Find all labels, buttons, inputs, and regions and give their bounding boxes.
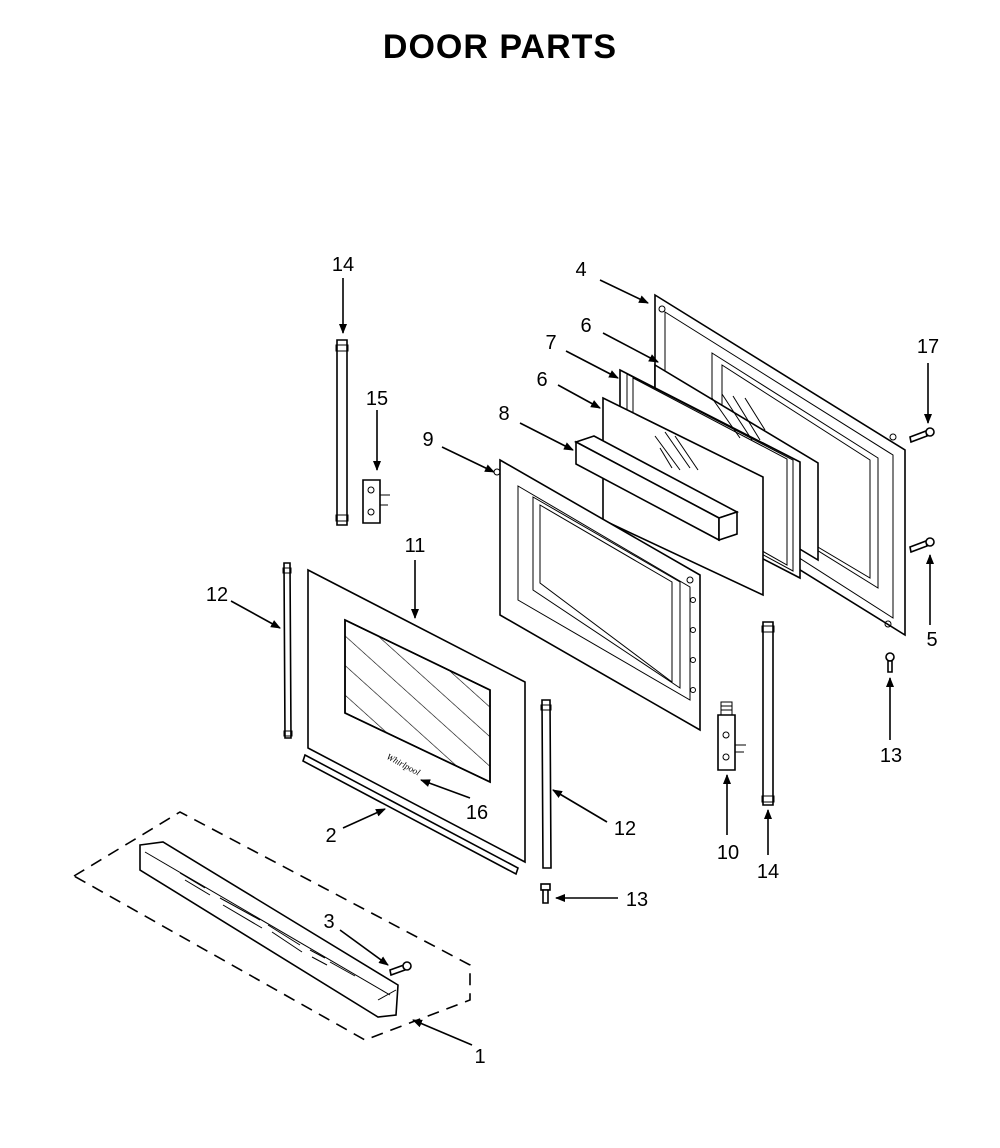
screw-17: [909, 427, 935, 444]
callout-14-top: 14: [332, 254, 354, 276]
callout-3: 3: [323, 911, 334, 933]
door-channel-left: [335, 339, 349, 526]
screw-3: [389, 961, 412, 977]
callout-4: 4: [575, 259, 586, 281]
door-frame: [493, 458, 701, 732]
callout-13-right: 13: [880, 745, 902, 767]
callout-6-front: 6: [536, 369, 547, 391]
door-hinge: [717, 701, 746, 771]
callout-6-rear: 6: [580, 315, 591, 337]
callout-10: 10: [717, 842, 739, 864]
callout-11: 11: [405, 535, 426, 557]
screw-5: [909, 537, 935, 554]
page-title: DOOR PARTS: [382, 28, 618, 66]
callout-12-left: 12: [206, 584, 228, 606]
callout-7: 7: [545, 332, 556, 354]
callout-12-right: 12: [614, 818, 636, 840]
callout-9: 9: [422, 429, 433, 451]
leader-lines: [230, 278, 934, 1046]
door-trim-left: [282, 562, 293, 739]
outer-door-panel: Whirlpool: [307, 568, 526, 864]
callout-16: 16: [466, 802, 488, 824]
callout-15: 15: [366, 388, 388, 410]
callout-5: 5: [926, 629, 937, 651]
door-insulation: [573, 435, 740, 542]
control-panel-assembly: [72, 811, 471, 1041]
door-trim-right: [540, 699, 552, 869]
door-channel-right: [761, 621, 775, 806]
callout-2: 2: [325, 825, 336, 847]
door-seal-strip: [302, 753, 519, 876]
callout-8: 8: [498, 403, 509, 425]
callout-13-bottom: 13: [626, 889, 648, 911]
screw-13-bottom: [540, 883, 551, 904]
callout-17: 17: [917, 336, 939, 358]
callout-1: 1: [474, 1046, 485, 1068]
screw-13-right: [885, 652, 895, 673]
hinge-receiver-left: [362, 479, 390, 524]
callout-14-bottom: 14: [757, 861, 779, 883]
